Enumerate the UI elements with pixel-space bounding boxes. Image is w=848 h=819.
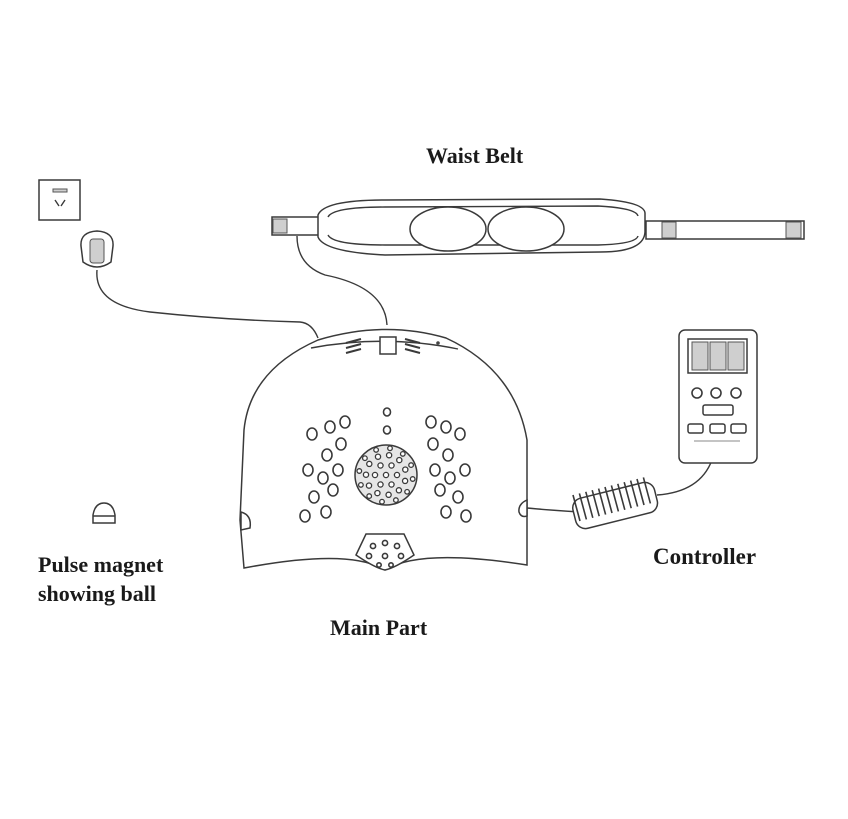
- right-hole-cluster: [425, 415, 472, 523]
- coil-turn: [629, 480, 639, 507]
- bottom-grille: [355, 533, 415, 571]
- speaker-hole: [371, 471, 379, 479]
- speaker-hole: [374, 453, 382, 460]
- main-part-label: Main Part: [330, 615, 428, 640]
- speaker-hole: [377, 481, 384, 488]
- controller: [678, 329, 758, 464]
- pulse-magnet-ball: [92, 502, 116, 524]
- speaker-hole: [408, 462, 415, 469]
- speaker-hole: [392, 497, 399, 504]
- speaker-hole: [393, 471, 401, 479]
- speaker-hole: [379, 498, 385, 505]
- speaker-hole: [357, 481, 364, 488]
- belt-cable: [296, 235, 388, 326]
- speaker-hole: [377, 462, 384, 469]
- vent-left: [345, 338, 362, 354]
- waist-belt-label: Waist Belt: [426, 143, 524, 168]
- coil-turn: [610, 485, 620, 512]
- speaker-hole: [385, 491, 392, 499]
- speaker-hole: [373, 446, 380, 453]
- pulse-magnet-label: Pulse magnet showing ball: [38, 550, 163, 608]
- speaker-hole: [409, 476, 416, 482]
- speaker-hole: [361, 455, 368, 462]
- coil-turn: [617, 483, 626, 511]
- speaker-hole: [402, 466, 409, 473]
- speaker-hole: [356, 468, 363, 474]
- coil-turn: [572, 494, 581, 522]
- speaker-hole: [374, 489, 381, 497]
- speaker-hole: [365, 482, 373, 489]
- power-cord: [96, 269, 319, 339]
- coil-turn: [623, 481, 632, 509]
- coiled-cable: [526, 459, 713, 530]
- speaker-hole: [366, 493, 373, 500]
- controller-label: Controller: [653, 544, 757, 569]
- central-speaker: [354, 444, 418, 506]
- speaker-hole: [387, 445, 393, 452]
- speaker-hole: [401, 477, 409, 485]
- left-hole-cluster: [299, 415, 351, 523]
- vent-right: [404, 338, 421, 354]
- pulse-magnet-label-line2: showing ball: [38, 581, 156, 606]
- waist-belt: [271, 198, 805, 256]
- speaker-hole: [388, 481, 395, 488]
- power-plug: [80, 230, 114, 268]
- coil-turn: [585, 491, 594, 519]
- coil-turn: [604, 486, 613, 514]
- main-part-unit: [239, 328, 528, 571]
- coil-turn: [597, 488, 607, 515]
- speaker-hole: [395, 487, 403, 494]
- speaker-hole: [382, 471, 390, 479]
- speaker-hole: [396, 456, 403, 464]
- speaker-hole: [362, 471, 370, 478]
- wall-socket: [38, 179, 81, 221]
- speaker-hole: [385, 451, 393, 459]
- coil-turn: [578, 493, 588, 520]
- coil-turn: [591, 489, 600, 517]
- speaker-hole: [404, 488, 411, 495]
- coil-turn: [642, 477, 652, 504]
- pulse-magnet-label-line1: Pulse magnet: [38, 552, 164, 577]
- speaker-hole: [399, 450, 406, 457]
- speaker-hole: [366, 460, 373, 468]
- coil-turn: [636, 478, 645, 506]
- speaker-hole: [388, 462, 395, 469]
